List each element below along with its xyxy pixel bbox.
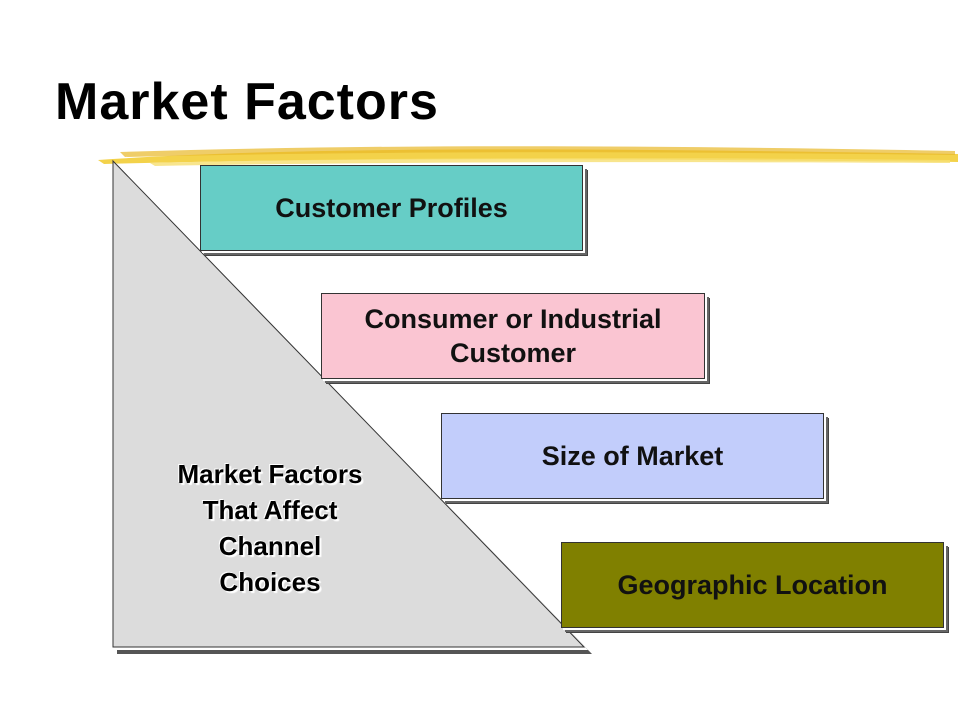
slide-title: Market Factors bbox=[55, 73, 439, 131]
customer-profiles-box: Customer Profiles bbox=[200, 165, 583, 251]
geographic-location-label: Geographic Location bbox=[617, 570, 888, 600]
pyramid-label-text: Market Factors That Affect Channel Choic… bbox=[177, 459, 363, 597]
consumer-industrial-customer-label: Consumer or Industrial Customer bbox=[364, 304, 662, 368]
size-of-market-box: Size of Market bbox=[441, 413, 824, 499]
geographic-location-box: Geographic Location bbox=[561, 542, 944, 628]
size-of-market-label: Size of Market bbox=[541, 441, 724, 471]
consumer-industrial-customer-box: Consumer or Industrial Customer bbox=[321, 293, 705, 379]
pyramid-label: Market Factors That Affect Channel Choic… bbox=[140, 456, 400, 600]
customer-profiles-label: Customer Profiles bbox=[275, 193, 508, 223]
